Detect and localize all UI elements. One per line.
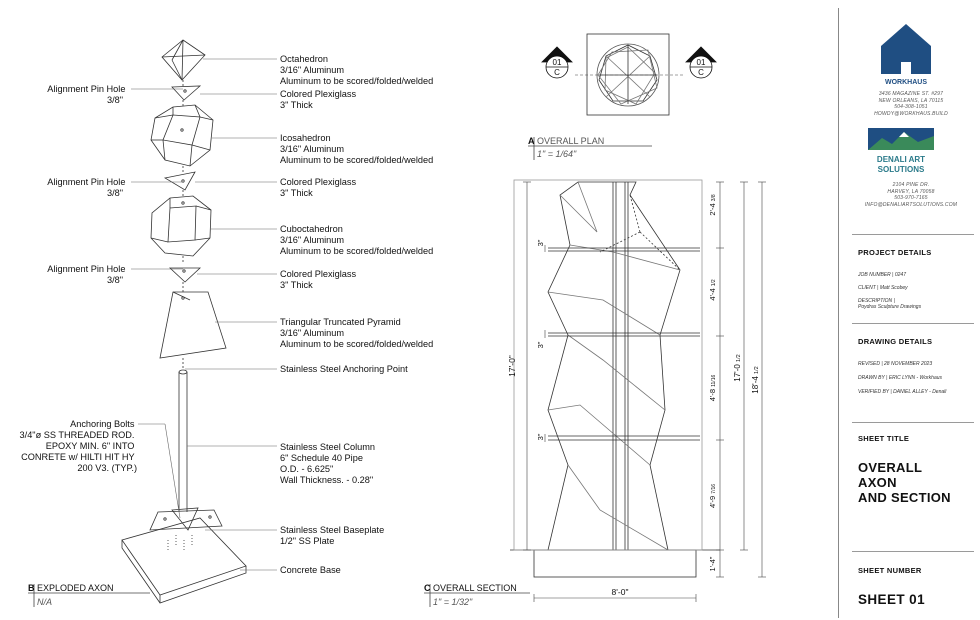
titleblock-rule bbox=[852, 323, 974, 324]
workhaus-address: 3436 MAGAZINE ST. #297 NEW ORLEANS, LA 7… bbox=[874, 91, 948, 117]
label-plexiglass-2: Colored Plexiglass 3" Thick bbox=[280, 177, 359, 198]
label-anchor-point: Stainless Steel Anchoring Point bbox=[280, 364, 408, 374]
plan-frame bbox=[586, 33, 670, 116]
section-marker-right bbox=[685, 46, 717, 79]
plan-view-scale: 1" = 1/64" bbox=[537, 149, 577, 159]
label-steel-column: Stainless Steel Column 6" Schedule 40 Pi… bbox=[280, 442, 378, 485]
axon-view-title: EXPLODED AXON bbox=[37, 583, 114, 593]
plan-view-title: OVERALL PLAN bbox=[537, 136, 604, 146]
svg-text:WORKHAUS: WORKHAUS bbox=[885, 79, 927, 86]
marker-right-number: 01 bbox=[697, 58, 706, 67]
verified-by: VERIFIED BY | DANIEL ALLEY - Denali bbox=[858, 389, 947, 395]
sheet-title: OVERALL AXON AND SECTION bbox=[858, 460, 951, 505]
label-anchor-bolts: Anchoring Bolts 3/4"ø SS THREADED ROD. E… bbox=[20, 419, 137, 473]
dim-overall-height: 18'-4 1/2 bbox=[751, 366, 760, 393]
label-plexiglass-3: Colored Plexiglass 3" Thick bbox=[280, 269, 359, 290]
titleblock: WORKHAUS 3436 MAGAZINE ST. #297 NEW ORLE… bbox=[846, 0, 976, 620]
dim-segment-2: 4'-4 1/2 bbox=[708, 279, 717, 301]
octahedron-shape bbox=[161, 39, 206, 81]
plexiglass-plate-2 bbox=[163, 171, 196, 191]
section-view-title: OVERALL SECTION bbox=[433, 583, 517, 593]
description: Poydras Sculpture Drawings bbox=[858, 304, 922, 310]
description-label: DESCRIPTION | bbox=[858, 298, 895, 304]
label-pin-hole-1: Alignment Pin Hole 3/8" bbox=[47, 84, 128, 105]
steel-column bbox=[178, 369, 188, 512]
denali-address: 2104 PINE DR. HARVEY, LA 70058 503-970-7… bbox=[864, 182, 958, 208]
sheet-number-heading: SHEET NUMBER bbox=[858, 566, 922, 575]
dim-sculpture-height: 17'-0 1/2 bbox=[733, 354, 742, 381]
plexiglass-plate-3 bbox=[168, 267, 202, 283]
section-marker-left bbox=[541, 46, 573, 79]
project-details-heading: PROJECT DETAILS bbox=[858, 248, 932, 257]
dim-gap-3: 3" bbox=[536, 433, 545, 440]
axon-view-scale: N/A bbox=[37, 597, 52, 607]
titleblock-rule bbox=[852, 422, 974, 423]
dim-width: 8'-0" bbox=[612, 587, 629, 597]
label-baseplate: Stainless Steel Baseplate 1/2" SS Plate bbox=[280, 525, 387, 546]
icosahedron-shape bbox=[150, 104, 214, 167]
dim-segment-4: 4'-9 7/16 bbox=[708, 484, 717, 508]
plan-view-letter: A bbox=[528, 136, 535, 146]
marker-left-sheet: C bbox=[554, 68, 560, 77]
section-drawing bbox=[510, 179, 720, 578]
drawing-details-heading: DRAWING DETAILS bbox=[858, 337, 933, 346]
label-icosahedron: Icosahedron 3/16" Aluminum Aluminum to b… bbox=[280, 133, 433, 165]
dim-gap-2: 3" bbox=[536, 341, 545, 348]
client: CLIENT | Matt Scobey bbox=[858, 285, 908, 291]
titleblock-rule bbox=[852, 234, 974, 235]
truncated-pyramid-shape bbox=[159, 291, 227, 359]
dim-gap-1: 3" bbox=[536, 239, 545, 246]
job-number: JOB NUMBER | 0247 bbox=[858, 272, 906, 278]
dim-base-height: 1'-4" bbox=[708, 556, 717, 571]
workhaus-logo: WORKHAUS bbox=[881, 24, 931, 86]
dim-segment-3: 4'-8 11/16 bbox=[708, 375, 717, 402]
marker-right-sheet: C bbox=[698, 68, 704, 77]
drawn-by: DRAWN BY | ERIC LYNN - Workhaus bbox=[858, 375, 943, 381]
drawing-canvas: Octahedron 3/16" Aluminum Aluminum to be… bbox=[20, 33, 766, 607]
sheet-number: SHEET 01 bbox=[858, 592, 925, 607]
plexiglass-plate-1 bbox=[171, 85, 202, 101]
dim-total-height: 17'-0" bbox=[507, 355, 517, 377]
section-view-letter: C bbox=[424, 583, 431, 593]
dim-segment-1: 2'-4 3/8 bbox=[708, 194, 717, 216]
label-pin-hole-3: Alignment Pin Hole 3/8" bbox=[47, 264, 128, 285]
label-cuboctahedron: Cuboctahedron 3/16" Aluminum Aluminum to… bbox=[280, 224, 433, 256]
marker-left-number: 01 bbox=[553, 58, 562, 67]
steel-baseplate bbox=[149, 507, 223, 531]
titleblock-rule bbox=[852, 551, 974, 552]
svg-text:SOLUTIONS: SOLUTIONS bbox=[878, 165, 925, 174]
label-pyramid: Triangular Truncated Pyramid 3/16" Alumi… bbox=[280, 317, 433, 349]
denali-logo: DENALI ART SOLUTIONS bbox=[868, 128, 934, 180]
label-plexiglass-1: Colored Plexiglass 3" Thick bbox=[280, 89, 359, 110]
svg-text:DENALI ART: DENALI ART bbox=[877, 155, 925, 164]
cuboctahedron-shape bbox=[150, 195, 212, 257]
axon-view-letter: B bbox=[28, 583, 35, 593]
titleblock-divider bbox=[838, 8, 839, 618]
sheet-title-heading: SHEET TITLE bbox=[858, 434, 910, 443]
concrete-base bbox=[121, 517, 247, 604]
label-octahedron: Octahedron 3/16" Aluminum Aluminum to be… bbox=[280, 54, 433, 86]
revised-date: REVISED | 28 NOVEMBER 2023 bbox=[858, 361, 933, 367]
section-view-scale: 1" = 1/32" bbox=[433, 597, 473, 607]
label-pin-hole-2: Alignment Pin Hole 3/8" bbox=[47, 177, 128, 198]
label-concrete-base: Concrete Base bbox=[280, 565, 341, 575]
